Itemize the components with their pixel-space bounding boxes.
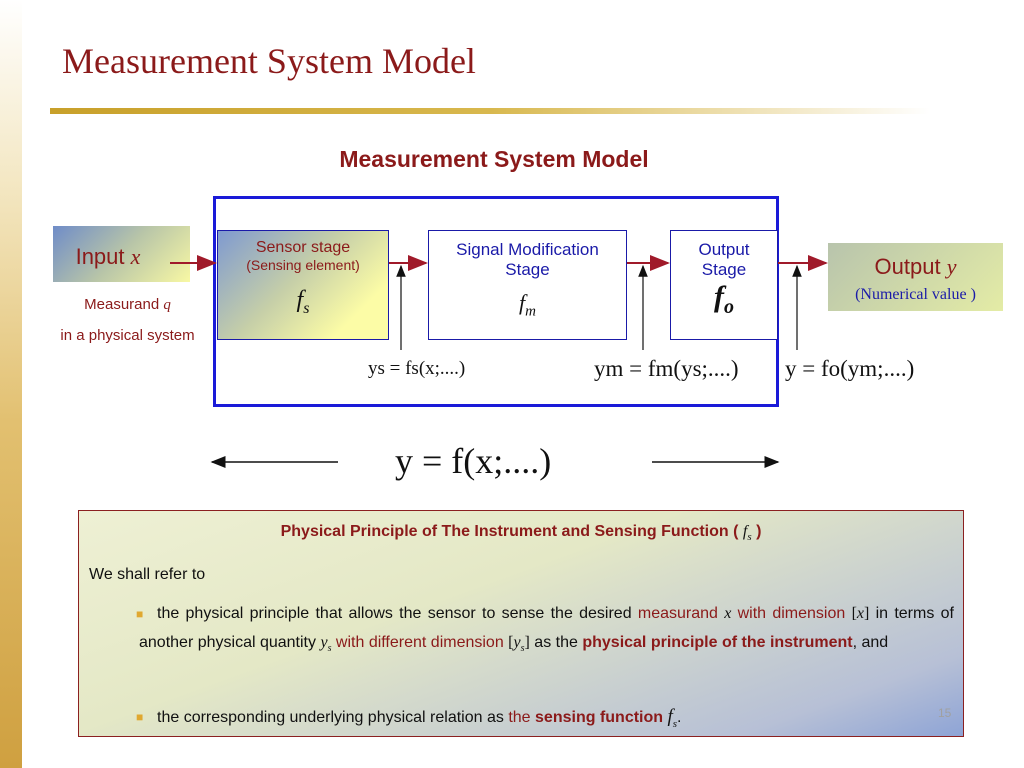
decorative-side-bar	[0, 0, 22, 768]
principle-heading-text: Physical Principle of The Instrument and…	[280, 523, 739, 540]
measurand-label: Measurand q	[55, 296, 200, 314]
sensor-stage-subtitle: (Sensing element)	[246, 257, 360, 273]
bullet1-text-part1: the physical principle that allows the s…	[157, 605, 632, 622]
page-number: 15	[938, 706, 952, 720]
bullet1-dimension-symbol: x	[856, 605, 864, 622]
measurand-text: Measurand	[84, 296, 160, 313]
principle-bullet-2: ■ the corresponding underlying physical …	[136, 703, 954, 738]
sensor-function-label: fs	[218, 287, 388, 318]
bullet1-with-different-dimension: with different dimension	[335, 633, 504, 651]
bullet2-bold-phrase: sensing function	[535, 709, 664, 726]
modification-stage-title: Signal Modification	[456, 240, 599, 259]
principle-heading-symbol: f	[742, 523, 748, 540]
bullet1-quantity-symbol: ys	[320, 633, 332, 654]
bullet1-bold-phrase: physical principle of the instrument	[582, 633, 853, 651]
bullet2-text-part1: the corresponding underlying physical re…	[157, 709, 504, 726]
equation-output: y = fo(ym;....)	[785, 356, 915, 381]
output-box	[828, 243, 1003, 311]
principle-intro: We shall refer to	[89, 566, 206, 583]
sensor-function-subscript: s	[303, 299, 310, 317]
principle-heading: Physical Principle of The Instrument and…	[78, 523, 964, 543]
modification-function-label: fm	[429, 290, 626, 320]
output-label-text: Output	[874, 254, 941, 279]
equation-sensor: ys = fs(x;....)	[368, 358, 466, 379]
input-label-text: Input	[75, 244, 125, 269]
principle-heading-close: )	[756, 523, 762, 540]
output-function-subscript: o	[724, 296, 734, 318]
output-sublabel: (Numerical value )	[855, 286, 976, 303]
output-function-label: fo	[671, 282, 777, 322]
bullet1-measurand-symbol: x	[724, 605, 732, 622]
sensor-stage-block: Sensor stage (Sensing element) fs	[217, 230, 389, 340]
bullet1-text-part3: as the	[534, 633, 578, 651]
bullet1-text-part4: , and	[852, 633, 889, 651]
input-label: Input x	[53, 244, 163, 270]
modification-function-symbol: f	[519, 290, 526, 315]
signal-modification-block: Signal Modification Stage fm	[428, 230, 627, 340]
principle-box	[78, 510, 964, 737]
modification-stage-title-line2: Stage	[505, 260, 550, 279]
principle-heading-subscript: s	[747, 531, 752, 544]
equation-overall: y = f(x;....)	[395, 441, 552, 481]
measurand-symbol: q	[163, 297, 171, 313]
sensor-function-symbol: f	[296, 287, 304, 313]
measurand-context: in a physical system	[60, 327, 195, 344]
output-stage-title-line2: Stage	[701, 260, 747, 279]
sensor-stage-title: Sensor stage	[255, 239, 351, 256]
bullet2-end: .	[677, 709, 682, 726]
bullet1-text-part2: in terms of another physical quantity	[139, 605, 954, 651]
bullet1-quantity-dimension: [ys]	[508, 633, 530, 654]
principle-bullet-1: ■ the physical principle that allows the…	[136, 600, 954, 663]
title-underline	[50, 108, 930, 114]
input-box	[53, 226, 190, 282]
bullet-square-icon: ■	[136, 710, 144, 724]
output-stage-title: Output	[698, 240, 750, 259]
output-symbol: y	[946, 254, 957, 279]
slide-title: Measurement System Model	[62, 41, 476, 81]
bullet2-symbol: fs	[667, 706, 678, 730]
bullet1-with-dimension: with dimension	[737, 605, 846, 622]
equation-modification: ym = fm(ys;....)	[594, 356, 739, 381]
bullet2-the: the	[508, 709, 531, 726]
bullet-square-icon: ■	[136, 607, 144, 621]
output-stage-block: Output Stage fo	[670, 230, 778, 340]
modification-function-subscript: m	[525, 303, 536, 320]
input-symbol: x	[130, 244, 141, 269]
output-function-symbol: f	[714, 280, 724, 313]
output-label: Output y	[828, 254, 1003, 280]
bullet1-measurand: measurand	[637, 605, 718, 622]
diagram-heading: Measurement System Model	[339, 146, 649, 172]
